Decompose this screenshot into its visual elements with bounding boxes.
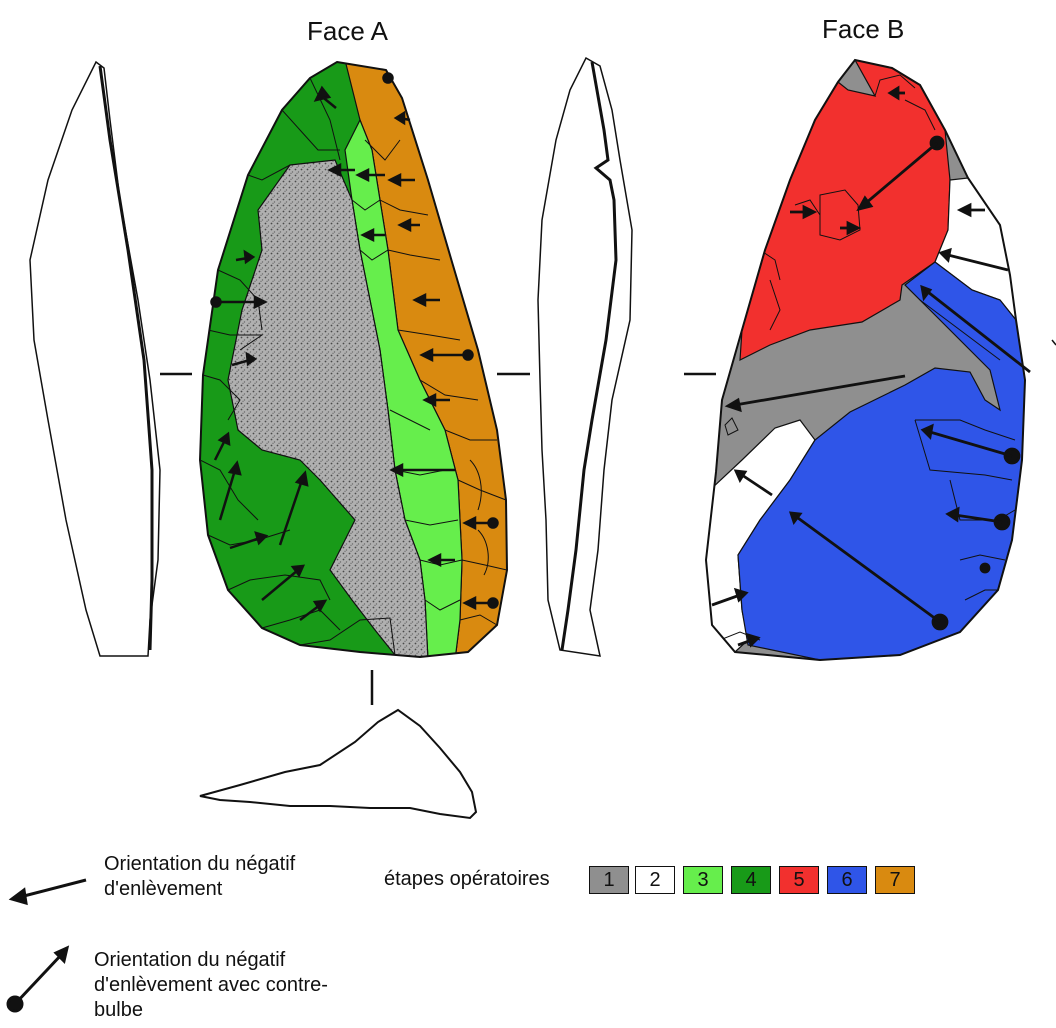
face-a-cortex-region [227,159,429,657]
cross-section-bottom [199,708,478,820]
stage-box-2: 2 [635,866,675,894]
profile-middle [537,56,633,657]
stage-box-6: 6 [827,866,867,894]
stages-title: étapes opératoires [384,868,550,890]
profile-left-a [29,60,161,657]
profile-middle-edge [560,61,618,651]
face-b-title: Face B [822,14,905,44]
face-b-scars [719,74,1016,641]
profile-right-fragment [1051,339,1056,346]
stage-box-7: 7 [875,866,915,894]
stage-box-1: 1 [589,866,629,894]
legend-arrow-symbol [8,878,87,906]
legend-arrow-label: Orientation du négatif d'enlèvement [104,853,296,900]
face-a-arrows [210,72,499,621]
face-b-outline [704,58,1027,662]
face-a-scars [200,77,507,656]
face-a-outline [198,60,509,659]
stage-box-3: 3 [683,866,723,894]
profile-left-a-edge [98,65,154,651]
face-a [198,60,509,659]
face-b-arrows [711,85,1031,648]
legend-bulb-arrow-label: Orientation du négatif d'enlèvement avec… [94,949,328,1021]
stage-box-4: 4 [731,866,771,894]
face-a-title: Face A [307,16,388,46]
stage-box-5: 5 [779,866,819,894]
face-b [704,58,1031,662]
legend-bulb-arrow-symbol [6,945,70,1013]
